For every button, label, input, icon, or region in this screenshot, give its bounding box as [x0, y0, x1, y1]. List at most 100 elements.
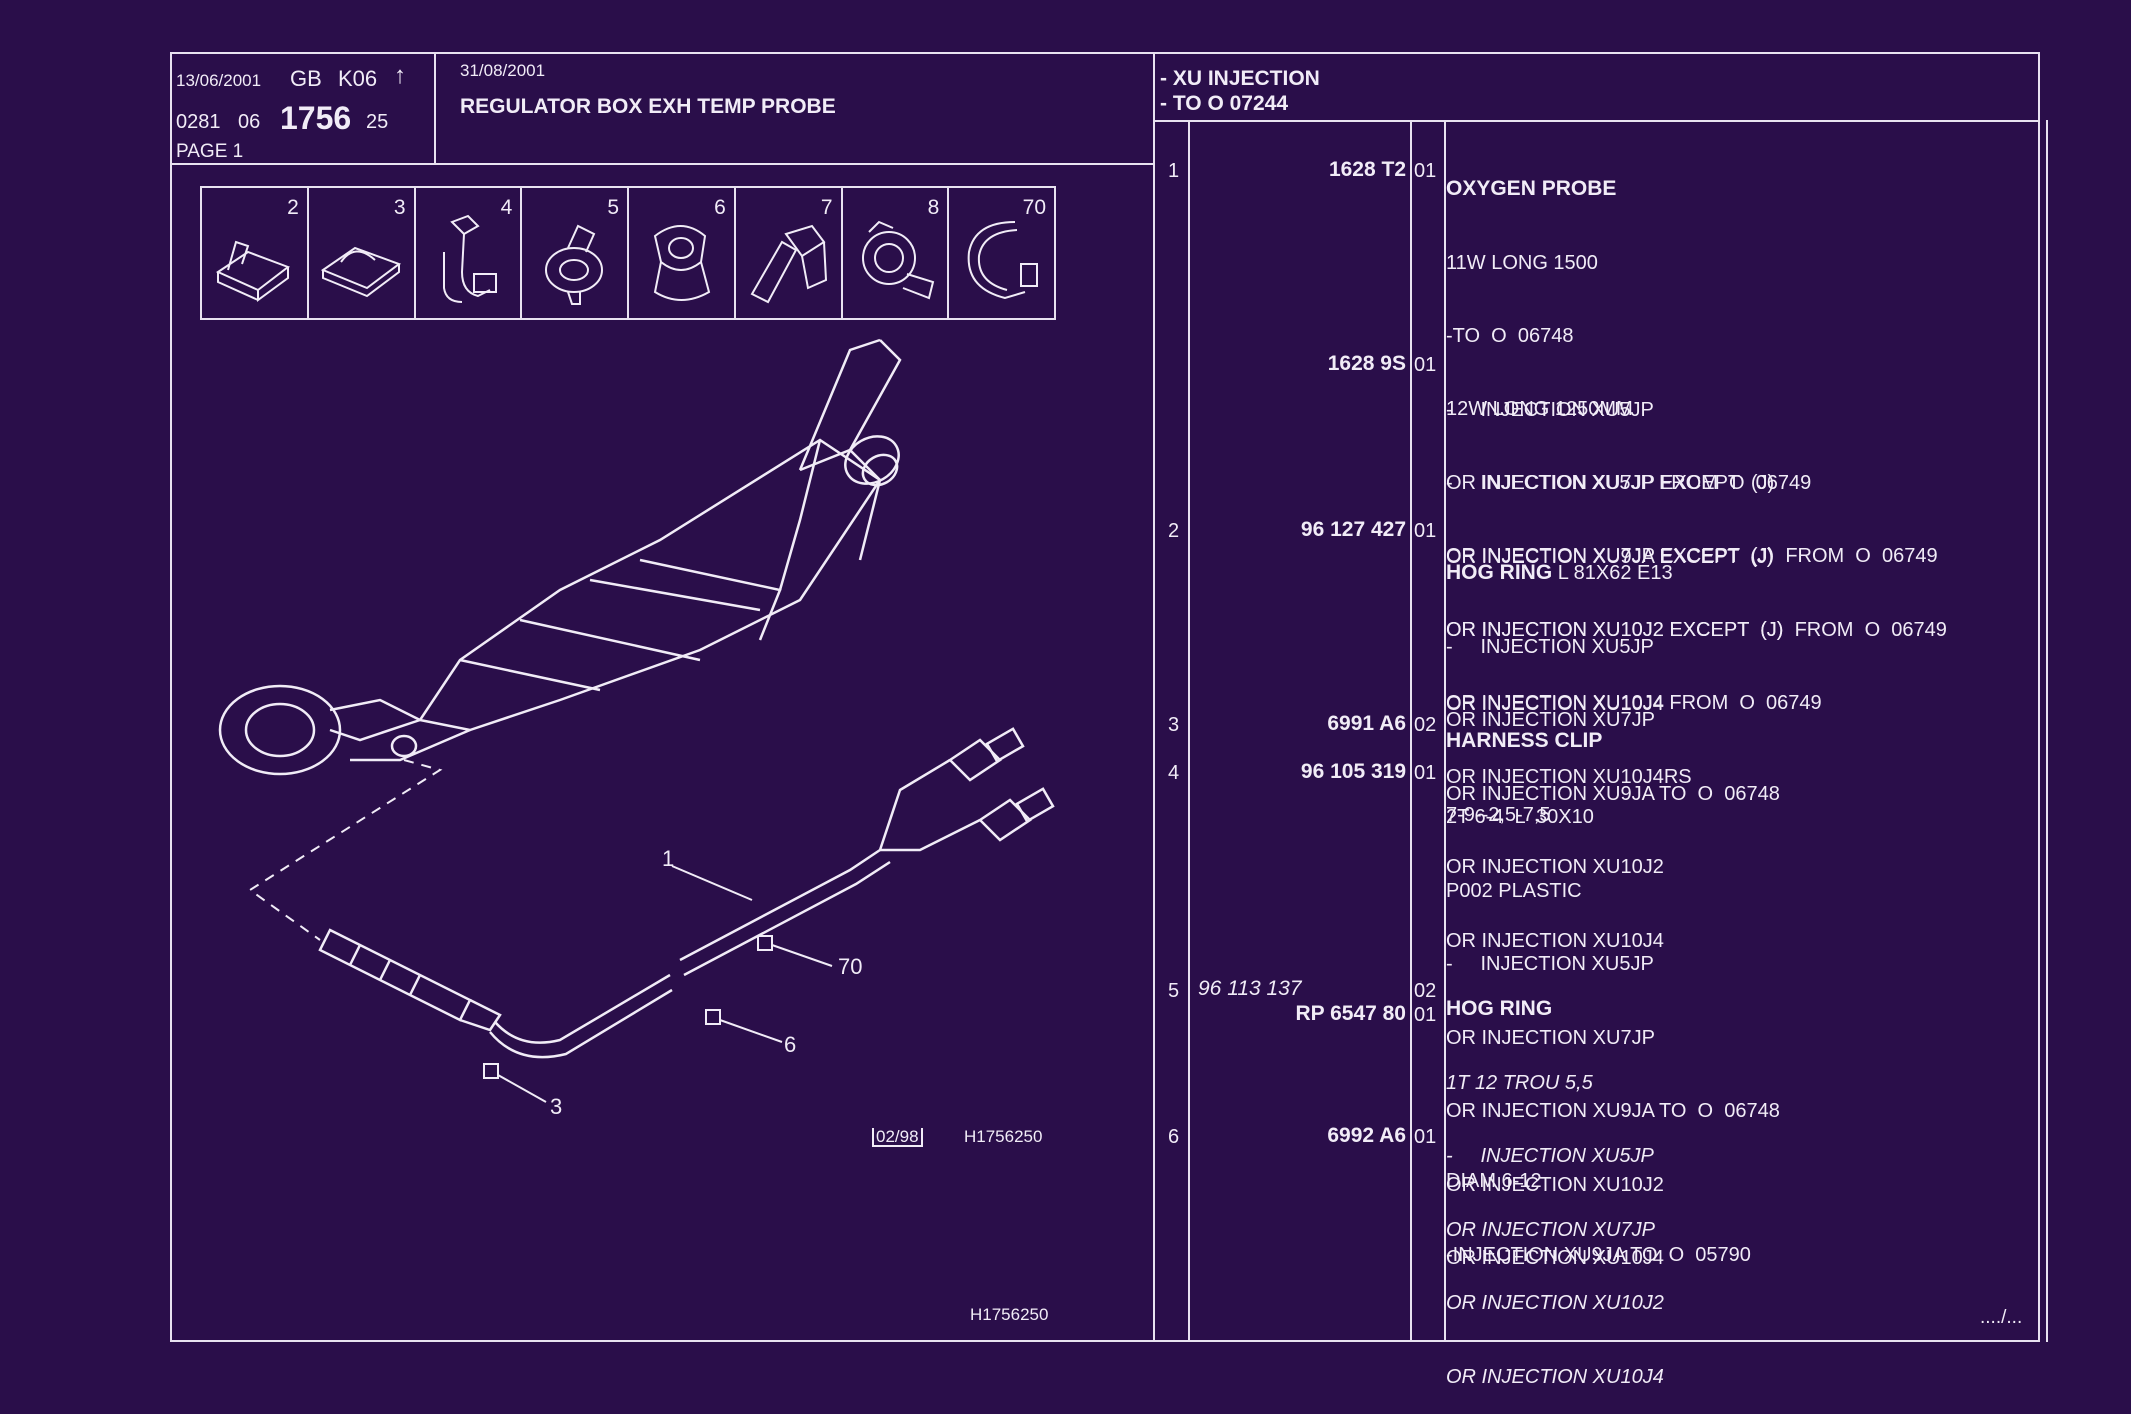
up-arrow-icon: ↑ — [394, 62, 406, 89]
ring-clip-icon — [861, 220, 934, 300]
part-line: 11W LONG 1500 — [1446, 251, 1598, 274]
part-description: OXYGEN PROBE 11W LONG 1500 -TO O 06748 -… — [1446, 128, 1783, 741]
column-divider-main — [1153, 52, 1155, 1342]
cable-clip-icon — [442, 214, 497, 303]
header-ref-group: 06 — [238, 111, 261, 133]
callout-6: 6 — [784, 1032, 797, 1057]
part-line: OR INJECTION XU7JP EXCEPT (J) — [1446, 472, 1775, 494]
applicability-line1: - XU INJECTION — [1160, 67, 1320, 90]
thumbnail-70: 70 — [949, 188, 1054, 318]
column-divider-qty — [1410, 120, 1412, 1342]
component-thumbnails: 2 3 4 5 6 7 8 70 — [200, 186, 1056, 320]
part-line: OR INJECTION XU10J2 — [1446, 1292, 1664, 1314]
part-line: -TO O 06748 — [1446, 325, 1574, 347]
part-line: OR INJECTION XU10J4 — [1446, 692, 1664, 715]
part-description: DIAM 6-12 -INJECTION XU9JA TO O 05790 — [1446, 1120, 1751, 1292]
applicability-line2: - TO O 07244 — [1160, 92, 1289, 115]
connector-clip-icon — [750, 224, 827, 304]
page-title: REGULATOR BOX EXH TEMP PROBE — [460, 95, 836, 118]
thumbnail-2: 2 — [202, 188, 309, 318]
header-ref-prefix: 0281 — [176, 111, 221, 133]
harness-clip-icon — [653, 225, 711, 301]
continuation-mark: ..../... — [1980, 1307, 2023, 1328]
thumbnail-number: 6 — [714, 196, 726, 219]
part-line: OR INJECTION XU10J2 EXCEPT (J) FROM O 06… — [1446, 618, 1947, 641]
part-heading: OXYGEN PROBE — [1446, 177, 1617, 200]
part-reference[interactable]: 1628 9S — [1327, 352, 1406, 375]
thumbnail-8: 8 — [843, 188, 950, 318]
part-quantity: 01 — [1414, 354, 1437, 376]
part-line: OR INJECTION XU10J2 — [1446, 1173, 1664, 1196]
header-rule-left — [170, 163, 1154, 165]
part-line: - INJECTION XU5JP — [1446, 398, 1654, 421]
part-description: HOG RING L 81X62 E13 - INJECTION XU5JP O… — [1446, 512, 1780, 978]
part-line: OR INJECTION XU9JA EXCEPT (J) — [1446, 545, 1774, 568]
part-heading-suffix: L 81X62 E13 — [1552, 562, 1673, 584]
thumbnail-number: 2 — [287, 196, 299, 219]
part-line: - INJECTION XU5JP FROM O 06749 — [1446, 471, 1812, 494]
diagram-date-box: 02/98 — [872, 1128, 923, 1147]
thumbnail-number: 5 — [607, 196, 619, 219]
part-index: 2 — [1168, 520, 1180, 542]
part-reference[interactable]: RP 6547 80 — [1295, 1002, 1406, 1025]
part-line: -INJECTION XU9JA TO O 05790 — [1446, 1243, 1751, 1266]
part-description: 12W LONG 1250MM - INJECTION XU5JP FROM O… — [1446, 348, 1947, 814]
header-page: PAGE 1 — [176, 141, 244, 162]
part-line: 1T 12 TROU 5,5 — [1446, 1071, 1593, 1094]
column-divider-desc — [1444, 120, 1446, 1342]
part-index: 5 — [1168, 980, 1180, 1002]
part-reference[interactable]: 6991 A6 — [1327, 712, 1406, 735]
thumbnail-6: 6 — [629, 188, 736, 318]
part-line: P002 PLASTIC — [1446, 879, 1582, 902]
thumbnail-7: 7 — [736, 188, 843, 318]
header-date2: 31/08/2001 — [460, 61, 546, 80]
part-reference[interactable]: 1628 T2 — [1328, 158, 1406, 181]
part-line: OR INJECTION XU10J4 FROM O 06749 — [1446, 692, 1822, 714]
part-heading: HARNESS CLIP — [1446, 729, 1603, 752]
header-ref-main: 1756 — [280, 100, 352, 136]
part-reference[interactable]: 96 127 427 — [1300, 518, 1406, 541]
part-quantity: 01 — [1414, 160, 1437, 182]
part-line: OR INJECTION XU7JP — [1446, 1026, 1655, 1049]
header-date: 13/06/2001 — [176, 71, 262, 90]
thumbnail-number: 3 — [393, 196, 406, 219]
part-line: OR INJECTION XU7JP EXCEPT (J) FROM O 067… — [1446, 545, 1938, 567]
part-reference-italic[interactable]: 96 113 137 — [1198, 977, 1302, 1000]
part-line: - INJECTION XU5JP — [1446, 635, 1654, 658]
clip-bracket-icon — [215, 240, 291, 302]
thumbnail-number: 8 — [927, 196, 940, 219]
callout-70: 70 — [838, 954, 863, 979]
part-quantity: 01 — [1414, 762, 1437, 784]
part-line: OR INJECTION XU10J4RS — [1446, 765, 1692, 788]
part-index: 1 — [1168, 160, 1180, 182]
part-reference[interactable]: 6992 A6 — [1327, 1124, 1406, 1147]
part-line: 7-9--2,5-7,5 — [1446, 803, 1551, 826]
round-clip-icon — [545, 224, 604, 305]
cable-tie-icon — [967, 221, 1039, 300]
thumbnail-number: 70 — [1022, 196, 1046, 219]
part-line: OR INJECTION XU10J4 — [1446, 1247, 1664, 1269]
header-divider — [434, 52, 436, 164]
thumbnail-5: 5 — [522, 188, 629, 318]
part-index: 3 — [1168, 714, 1180, 736]
part-quantity: 01 — [1414, 1126, 1437, 1148]
part-quantity: 01 — [1414, 520, 1437, 542]
part-quantity: 02 — [1414, 980, 1437, 1002]
callout-1: 1 — [662, 846, 675, 871]
part-heading: HOG RING — [1446, 997, 1553, 1020]
part-line: OR INJECTION XU7JP — [1446, 709, 1655, 731]
diagram-code: H1756250 — [964, 1127, 1043, 1146]
part-line: OR INJECTION XU9JA TO O 06748 — [1446, 1100, 1780, 1122]
part-description: HARNESS CLIP 7-9--2,5-7,5 — [1446, 680, 1602, 852]
header-rule-right — [1153, 120, 2040, 122]
header-region: GB — [290, 66, 322, 91]
part-line: OR INJECTION XU10J2 — [1446, 856, 1664, 878]
part-index: 4 — [1168, 762, 1180, 784]
part-line: 12W LONG 1250MM — [1446, 398, 1633, 420]
column-divider-index — [1188, 120, 1190, 1342]
thumbnail-3: 3 — [309, 188, 416, 318]
thumbnail-number: 7 — [820, 196, 833, 219]
part-heading: HOG RING — [1446, 561, 1553, 584]
part-line: 2T 6-4 L 30X10 — [1446, 806, 1594, 828]
part-reference[interactable]: 96 105 319 — [1300, 760, 1406, 783]
